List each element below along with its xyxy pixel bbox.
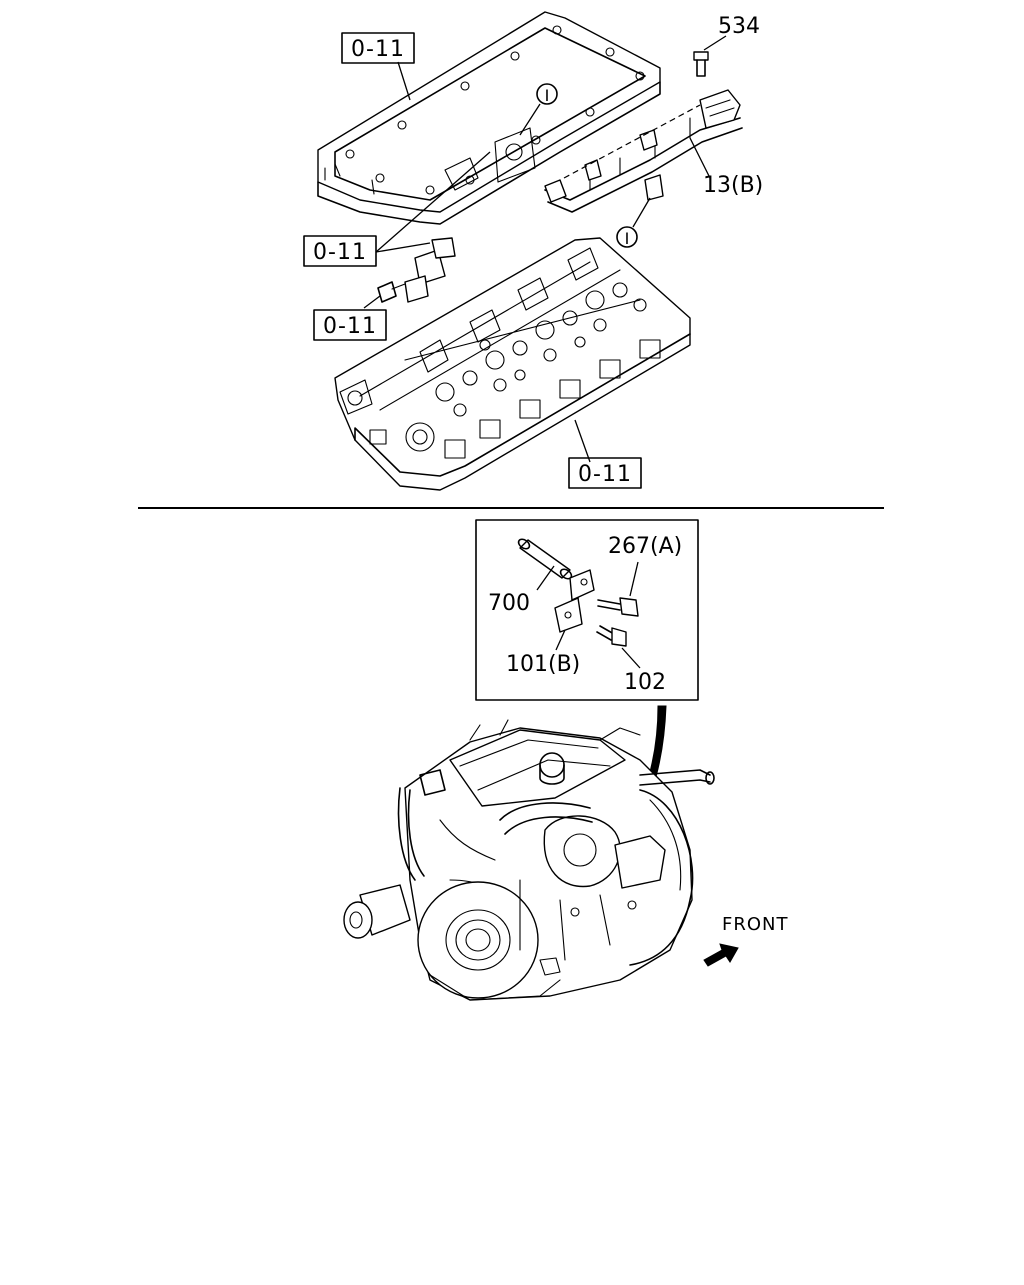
bolt-102 xyxy=(596,625,627,647)
circle-marker-lower: I xyxy=(616,197,651,248)
ref-box-label: 0-11 xyxy=(323,314,377,339)
ref-box-gasket: 0-11 xyxy=(341,32,415,64)
bracket-101b xyxy=(554,569,595,633)
bolt-267a xyxy=(597,597,639,617)
callout-101b: 101(B) xyxy=(506,652,580,677)
front-label: FRONT xyxy=(722,914,789,935)
ref-box-sensor: 0-11 xyxy=(303,235,377,267)
callout-534: 534 xyxy=(718,14,760,39)
detail-box: 267(A) 700 101(B) 102 xyxy=(475,519,699,701)
ref-box-head: 0-11 xyxy=(568,457,642,489)
front-direction: FRONT xyxy=(703,914,789,967)
sensor-bracket xyxy=(377,237,456,303)
circle-marker-label-upper: I xyxy=(545,86,550,105)
pipe-700 xyxy=(517,538,573,580)
circle-marker-upper: I xyxy=(519,83,558,136)
ref-box-label: 0-11 xyxy=(351,37,405,62)
injector-harness xyxy=(544,51,743,213)
cylinder-head xyxy=(334,237,691,491)
engine-assembly xyxy=(343,719,715,1001)
front-arrow-icon xyxy=(703,943,739,967)
callout-700: 700 xyxy=(488,591,530,616)
callout-267a: 267(A) xyxy=(608,534,682,559)
ref-box-bolt: 0-11 xyxy=(313,309,387,341)
ref-box-label: 0-11 xyxy=(578,462,632,487)
callout-13b: 13(B) xyxy=(703,173,763,198)
callout-102: 102 xyxy=(624,670,666,695)
circle-marker-label-lower: I xyxy=(625,229,630,248)
ref-box-label: 0-11 xyxy=(313,240,367,265)
head-cover-gasket xyxy=(317,11,661,225)
